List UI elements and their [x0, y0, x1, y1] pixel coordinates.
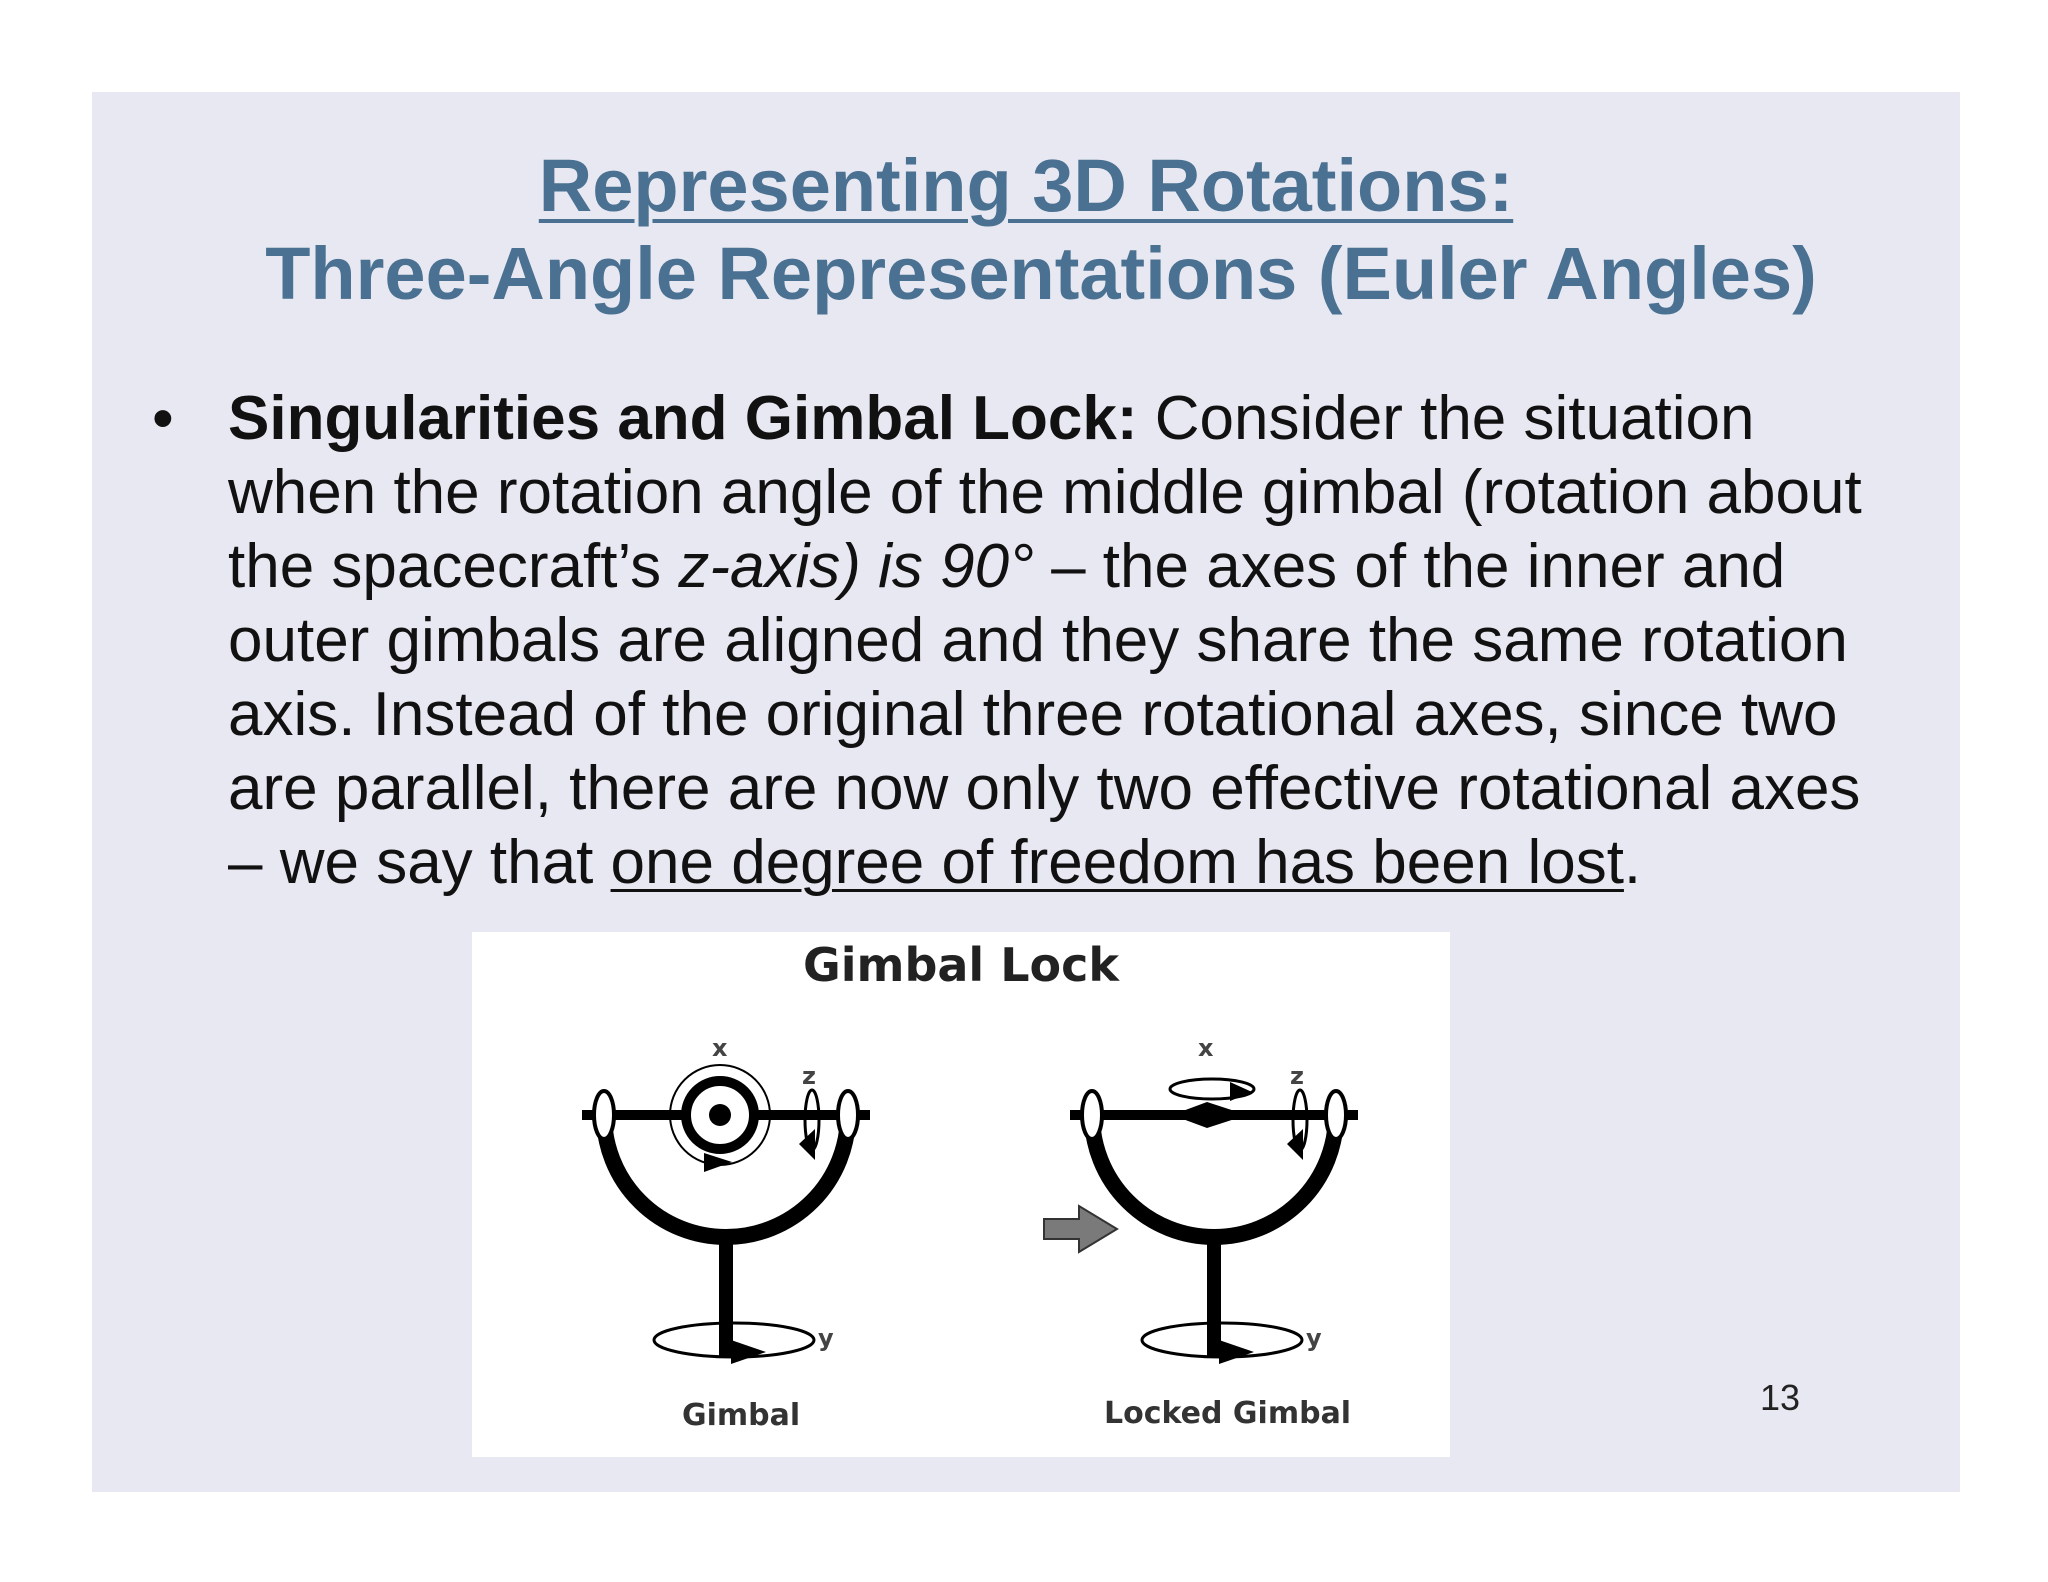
right-y-label: y [1306, 1324, 1322, 1352]
transition-arrow-icon [1043, 1204, 1119, 1254]
title-line-1: Representing 3D Rotations: [538, 144, 1514, 227]
left-pivot-right [836, 1089, 860, 1141]
body-line-1: Singularities and Gimbal Lock: Consider … [228, 382, 1948, 456]
slide: Representing 3D Rotations: Three-Angle R… [92, 92, 1960, 1492]
bullet-heading: Singularities and Gimbal Lock: [228, 384, 1138, 453]
body-line-7-b: . [1623, 828, 1642, 897]
right-z-label: z [1290, 1062, 1304, 1090]
left-x-target-dot [709, 1104, 731, 1126]
gimbal-diagram [582, 1064, 1358, 1364]
body-line-3: the spacecraft’s z-axis) is 90° – the ax… [228, 530, 1948, 604]
right-z-arrowhead [1287, 1129, 1303, 1160]
body-line-1-rest: Consider the situation [1137, 384, 1755, 453]
gimbal-lock-figure: Gimbal Lock x z y x z y Gimbal Locked Gi… [472, 932, 1450, 1457]
locked-gimbal-caption: Locked Gimbal [1104, 1396, 1352, 1431]
right-pivot-right [1324, 1089, 1348, 1141]
left-z-arrowhead [799, 1129, 815, 1160]
body-line-7: – we say that one degree of freedom has … [228, 826, 1948, 900]
left-pivot-left [592, 1089, 616, 1141]
body-line-2: when the rotation angle of the middle gi… [228, 458, 1862, 527]
body-line-4: outer gimbals are aligned and they share… [228, 606, 1848, 675]
left-y-arrowhead [731, 1340, 766, 1364]
right-x-arrowhead [1230, 1082, 1252, 1101]
body-line-3-b: – the axes of the inner and [1033, 532, 1786, 601]
right-pivot-left [1080, 1089, 1104, 1141]
left-z-label: z [802, 1062, 816, 1090]
body-line-3-a: the spacecraft’s [228, 532, 679, 601]
bullet-marker: • [152, 384, 174, 453]
body-line-5: axis. Instead of the original three rota… [228, 680, 1838, 749]
gimbal-right-drawing [1070, 1077, 1358, 1364]
body-line-7-a: – we say that [228, 828, 611, 897]
gimbal-caption: Gimbal [682, 1398, 801, 1433]
right-aligned-axis-marker [1172, 1102, 1247, 1128]
dof-lost-underline: one degree of freedom has been lost [610, 828, 1624, 897]
page-number: 13 [1760, 1377, 1801, 1418]
left-x-arrowhead [704, 1153, 732, 1172]
title-line-2: Three-Angle Representations (Euler Angle… [265, 232, 1817, 315]
slide-title: Representing 3D Rotations: Three-Angle R… [92, 142, 1960, 318]
bullet-text: Singularities and Gimbal Lock: Consider … [228, 382, 1948, 900]
left-y-label: y [818, 1324, 834, 1352]
figure-title: Gimbal Lock [803, 938, 1119, 992]
gimbal-left-drawing [582, 1064, 870, 1364]
left-x-label: x [712, 1034, 728, 1062]
body-line-3-italic: z-axis) is 90° [678, 532, 1034, 601]
right-y-arrowhead [1219, 1340, 1254, 1364]
body-line-6: are parallel, there are now only two eff… [228, 754, 1861, 823]
right-x-label: x [1198, 1034, 1214, 1062]
right-x-rotation-ring [1168, 1077, 1256, 1101]
